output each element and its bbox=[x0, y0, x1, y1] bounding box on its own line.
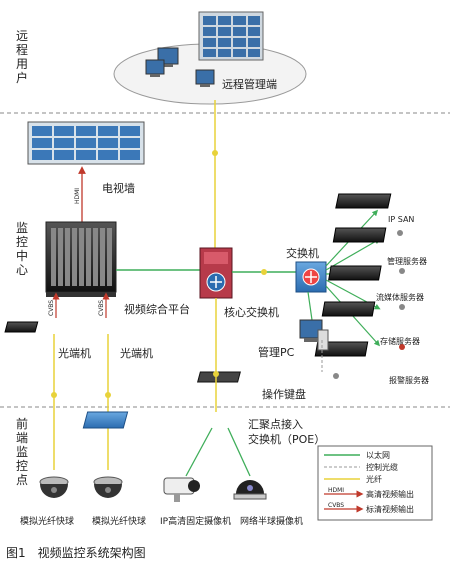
analog-dome-camera-1 bbox=[39, 476, 69, 498]
alarm-server-label: 报警服务器 bbox=[389, 375, 429, 385]
remote-pc-icon bbox=[145, 47, 215, 87]
cvbs-tag-2: CVBS bbox=[98, 300, 105, 316]
storage-server-label: 存储服务器 bbox=[380, 336, 420, 346]
keyboard-label: 操作键盘 bbox=[262, 387, 306, 401]
zone-label-monitor: 监控中心 bbox=[16, 221, 28, 277]
legend-cvbs-tag: CVBS bbox=[328, 502, 344, 509]
remote-video-wall bbox=[198, 11, 264, 61]
cam-label-ip-fixed: IP高清固定摄像机 bbox=[160, 515, 231, 527]
cam-label-ip-dome: 网络半球摄像机 bbox=[240, 515, 303, 527]
ip-dome-camera bbox=[233, 480, 267, 500]
legend-fiber: 光纤 bbox=[366, 474, 382, 484]
mgmt-pc-label: 管理PC bbox=[258, 345, 295, 359]
link-agg-dome bbox=[227, 427, 251, 477]
tv-wall bbox=[27, 121, 145, 165]
tv-wall-label: 电视墙 bbox=[102, 181, 135, 195]
legend: 以太网 控制光缆 光纤 HDMI 高清视频输出 CVBS 标清视频输出 bbox=[317, 445, 433, 521]
link-agg-ipcam bbox=[185, 427, 213, 477]
ip-san-label: IP SAN bbox=[388, 215, 414, 224]
legend-hdmi-out: 高清视频输出 bbox=[366, 489, 414, 499]
link-switch-pc bbox=[307, 291, 313, 321]
fiber-node bbox=[212, 150, 218, 156]
fiber-node bbox=[213, 371, 219, 377]
operation-keyboard bbox=[197, 371, 339, 383]
core-switch bbox=[199, 247, 233, 299]
aggregation-switch bbox=[82, 411, 232, 429]
optical-label-2: 光端机 bbox=[120, 346, 153, 360]
agg-switch-label-1: 汇聚点接入 bbox=[248, 418, 303, 431]
legend-control: 控制光缆 bbox=[366, 462, 398, 472]
remote-mgmt-label: 远程管理端 bbox=[222, 77, 277, 91]
optical-transceiver-2 bbox=[4, 321, 39, 333]
analog-dome-camera-2 bbox=[93, 476, 123, 498]
figure-caption: 图1 视频监控系统架构图 bbox=[6, 545, 146, 560]
cam-label-analog-2: 模拟光纤快球 bbox=[92, 515, 146, 527]
zone-label-remote: 远程用户 bbox=[16, 29, 28, 85]
platform-label: 视频综合平台 bbox=[124, 302, 190, 316]
stream-server-label: 流媒体服务器 bbox=[376, 292, 424, 302]
svg-text:远程用户: 远程用户 bbox=[16, 29, 28, 85]
optical-label-1: 光端机 bbox=[58, 346, 91, 360]
fiber-node bbox=[51, 392, 57, 398]
ip-fixed-camera bbox=[163, 477, 200, 502]
stream-server bbox=[328, 265, 405, 281]
legend-ethernet: 以太网 bbox=[366, 450, 390, 460]
legend-cvbs-out: 标清视频输出 bbox=[366, 504, 414, 514]
cam-label-analog-1: 模拟光纤快球 bbox=[20, 515, 74, 527]
fiber-node bbox=[105, 392, 111, 398]
mgmt-server bbox=[332, 227, 403, 243]
hdmi-tag: HDMI bbox=[74, 188, 81, 204]
ip-san bbox=[335, 193, 392, 209]
svg-text:前端监控点: 前端监控点 bbox=[16, 416, 28, 487]
legend-hdmi-tag: HDMI bbox=[328, 487, 344, 494]
cvbs-tag-1: CVBS bbox=[48, 300, 55, 316]
agg-switch-label-2: 交换机（POE） bbox=[248, 432, 325, 446]
video-platform bbox=[45, 221, 117, 297]
core-switch-label: 核心交换机 bbox=[224, 305, 279, 319]
zone-label-frontend: 前端监控点 bbox=[16, 416, 28, 487]
switch-label: 交换机 bbox=[286, 246, 319, 260]
fiber-node bbox=[261, 269, 267, 275]
mgmt-server-label: 管理服务器 bbox=[387, 256, 427, 266]
mgmt-pc bbox=[299, 319, 329, 351]
svg-text:监控中心: 监控中心 bbox=[16, 221, 28, 277]
storage-server bbox=[321, 301, 405, 317]
access-switch bbox=[295, 261, 327, 293]
